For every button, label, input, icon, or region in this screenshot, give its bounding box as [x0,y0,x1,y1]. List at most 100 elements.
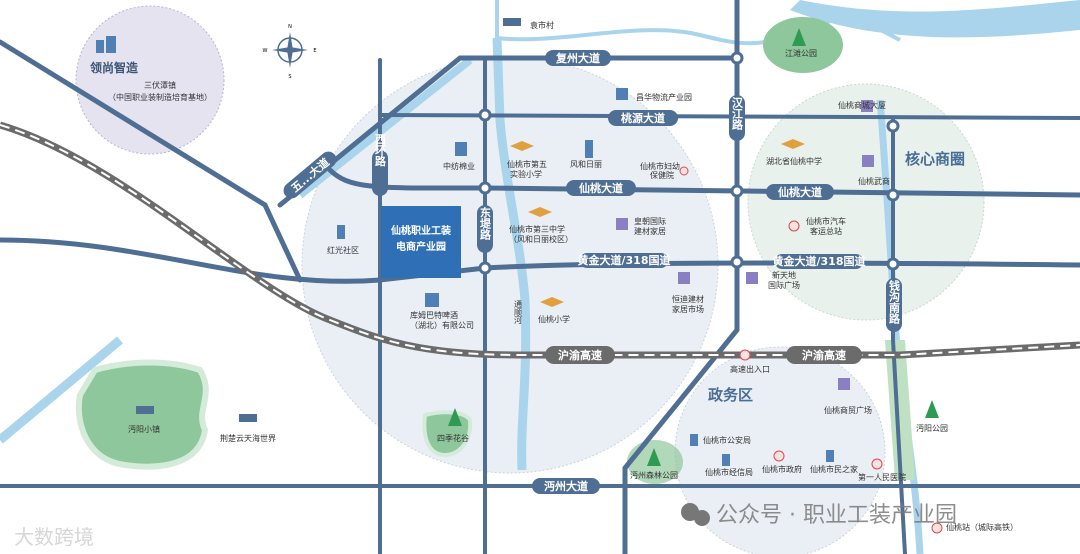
wechat-watermark: 公众号 · 职业工装产业园 [681,503,957,528]
zone-label-lingshang: 领尚智造 [90,60,139,75]
poi-exit[interactable]: 高速出入口 [730,364,770,374]
compass-e: E [313,48,316,54]
shopping-bag-icons [616,100,874,390]
zone-label-sanfu: 三伏潭镇 [144,80,176,90]
road-label-fuzhou[interactable]: 复州大道 [545,50,611,66]
road-label-dongdi[interactable]: 东堤路 [477,205,493,253]
poi-forest-park[interactable]: 沔州森林公园 [630,470,678,480]
highlight-line2: 电商产业园 [396,240,446,253]
road-label-hanjiang[interactable]: 汉江路 [729,95,745,141]
svg-text:东堤路: 东堤路 [479,206,492,241]
compass-icon: N S E W [263,24,317,80]
svg-text:西环路: 西环路 [374,133,387,167]
poi-sanzhong-2[interactable]: （风和日丽校区） [509,234,573,244]
river-hanjiang [790,0,1080,38]
svg-text:汉江路: 汉江路 [731,96,744,131]
logo-watermark-text: 大数跨境 [14,525,94,549]
poi-changhua[interactable]: 昌华物流产业园 [636,92,692,102]
poi-zhongmian[interactable]: 中纺棉业 [443,161,475,171]
school-icons [510,139,805,307]
road-label-hurong-e[interactable]: 沪渝高速 [786,346,862,364]
highlight-line1: 仙桃职业工装 [391,224,451,237]
poi-mianyang-park[interactable]: 沔阳公园 [916,424,948,433]
compass-w: W [263,48,268,54]
poi-wuxiao-1[interactable]: 仙桃市第五 [507,159,547,169]
svg-text:钱沟南路: 钱沟南路 [888,279,901,325]
poi-shangcheng[interactable]: 仙桃商城大厦 [838,100,886,110]
poi-siji[interactable]: 四季花谷 [437,433,469,443]
building-icons [96,36,834,466]
svg-text:沔州大道: 沔州大道 [544,479,588,493]
poi-hengdi-2[interactable]: 家居市场 [672,304,704,314]
highway-dash [0,124,1080,356]
red-marker-icons [679,166,943,534]
poi-brewery-2[interactable]: （湖北）有限公司 [410,320,474,330]
svg-text:黄金大道/318国道: 黄金大道/318国道 [773,254,866,268]
svg-text:复州大道: 复州大道 [555,51,600,65]
river-canal [0,336,123,444]
poi-mianyang-town[interactable]: 沔阳小镇 [128,424,160,434]
poi-hengdi-1[interactable]: 恒迪建材 [672,294,704,304]
zone-label-sanfu-sub: （中国职业装制造培育基地） [108,92,212,102]
poi-brewery-1[interactable]: 库姆巴特啤酒 [410,310,458,320]
poi-jingxinju[interactable]: 仙桃市经信局 [705,467,753,477]
compass-s: S [288,74,291,80]
road-label-mianzhou[interactable]: 沔州大道 [532,478,600,494]
svg-text:仙桃大道: 仙桃大道 [778,185,822,199]
poi-fuyou-1[interactable]: 仙桃市妇幼 [640,161,680,171]
compass-n: N [288,24,292,30]
poi-bus-1[interactable]: 仙桃市汽车 [806,216,846,226]
poi-huangchao-1[interactable]: 皇朝国际 [634,216,666,226]
poi-xiantaoxx[interactable]: 仙桃小学 [538,314,570,324]
svg-text:沪渝高速: 沪渝高速 [802,348,846,362]
poi-jiangtan[interactable]: 江滩公园 [785,48,817,58]
poi-yuanshicun[interactable]: 袁市村 [530,20,554,30]
poi-yiyuan[interactable]: 第一人民医院 [858,472,906,482]
poi-hubeizx[interactable]: 湖北省仙桃中学 [766,156,822,166]
poi-wushang[interactable]: 仙桃武商 [858,176,890,186]
poi-huangchao-2[interactable]: 建材家居 [634,226,666,236]
svg-text:黄金大道/318国道: 黄金大道/318国道 [578,253,671,267]
poi-shangmao[interactable]: 仙桃商贸广场 [824,405,872,415]
poi-bus-2[interactable]: 客运总站 [810,226,842,236]
intersections [478,51,900,275]
park-river-green [885,340,915,480]
poi-fuyou-2[interactable]: 保健院 [650,170,674,180]
poi-gonganju[interactable]: 仙桃市公安局 [703,435,751,445]
road-label-xiantao-w[interactable]: 仙桃大道 [566,180,636,196]
poi-sanzhong-1[interactable]: 仙桃市第三中学 [509,224,565,234]
poi-labels: 袁市村 江滩公园 昌华物流产业园 仙桃商城大厦 中纺棉业 仙桃市第五 实验小学 … [128,20,1018,532]
poi-station[interactable]: 仙桃站（城际高铁） [946,522,1018,532]
svg-text:仙桃大道: 仙桃大道 [579,181,623,195]
poi-hongguang[interactable]: 红光社区 [327,245,359,255]
logo-watermark: 大数跨境 [14,525,94,549]
poi-wuxiao-2[interactable]: 实验小学 [510,169,542,179]
tree-icons [448,28,939,466]
wechat-watermark-text: 公众号 · 职业工装产业园 [716,503,957,528]
zone-label-core: 核心商圈 [905,150,965,168]
poi-jingchu[interactable]: 荆楚云天海世界 [220,433,276,443]
road-label-hurong-w[interactable]: 沪渝高速 [545,346,615,364]
pavilion-icons [136,18,521,422]
road-label-qiangou[interactable]: 钱沟南路 [886,278,902,332]
road-label-xiantao-e[interactable]: 仙桃大道 [766,184,834,200]
poi-zhengfu[interactable]: 仙桃市政府 [762,464,802,474]
river-diagonal [297,56,473,199]
industrial-park-highlight[interactable] [381,206,461,278]
road-label-huangjin-w[interactable]: 黄金大道/318国道 [578,253,671,268]
river-tongshun [492,37,531,471]
zone-label-government: 政务区 [708,386,753,404]
poi-xintiandi-1[interactable]: 新天地 [772,270,796,280]
poi-minzhijia[interactable]: 仙桃市民之家 [810,464,858,474]
poi-fenghe[interactable]: 风和日丽 [570,160,602,169]
poi-river-label: 通顺河 [514,299,523,324]
park-mianyang-town [75,359,209,470]
svg-text:沪渝高速: 沪渝高速 [558,348,602,362]
road-label-huangjin-e[interactable]: 黄金大道/318国道 [773,254,866,269]
road-label-taoyuan[interactable]: 桃源大道 [608,110,678,126]
river-north [495,0,901,46]
svg-text:桃源大道: 桃源大道 [621,111,665,125]
road-label-xihuan[interactable]: 西环路 [372,133,388,196]
poi-xintiandi-2[interactable]: 国际广场 [768,280,800,290]
